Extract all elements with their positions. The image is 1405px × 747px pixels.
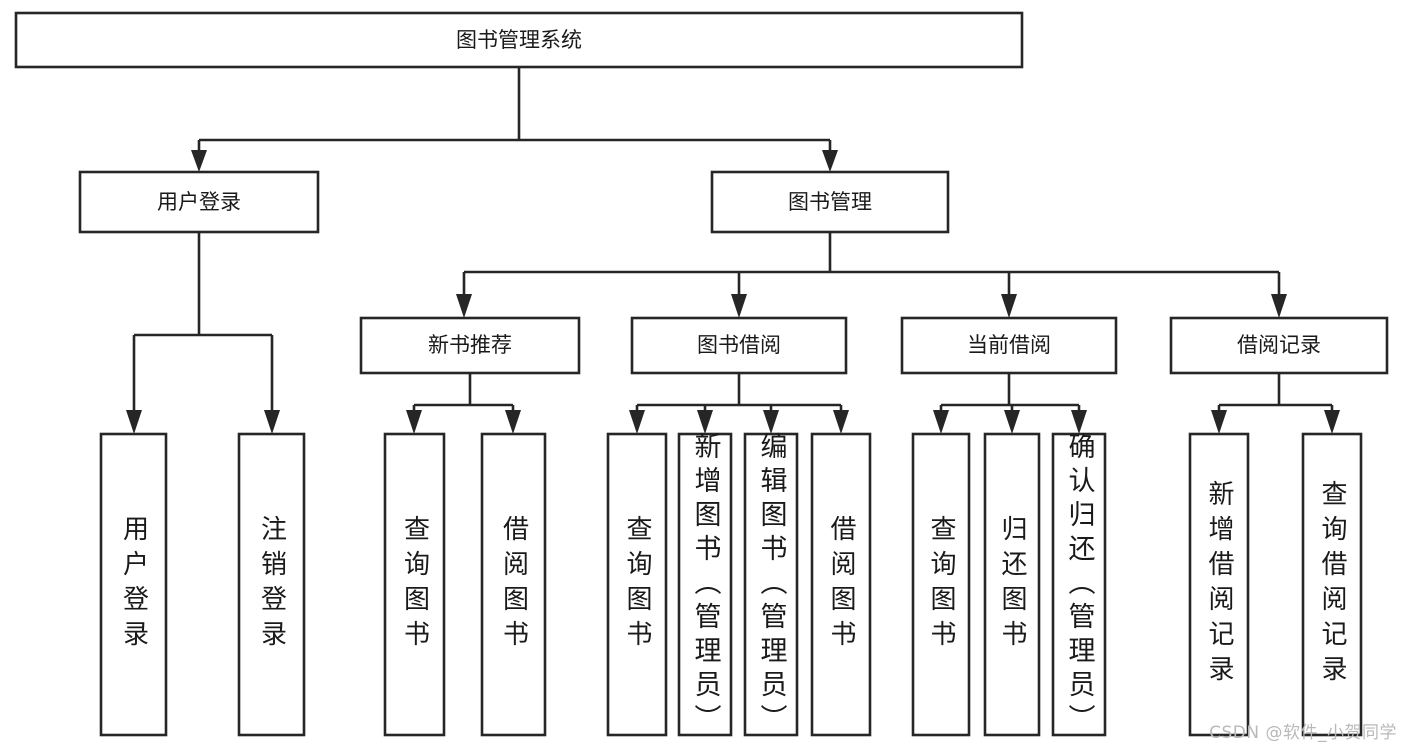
node-borrow-record-label: 借阅记录 (1237, 333, 1321, 357)
arrow-to-leaf-add-book (697, 410, 713, 434)
arrow-to-leaf-borrow-book-a (505, 410, 521, 434)
arrow-to-leaf-return-book (1004, 410, 1020, 434)
leaf-node-box[interactable] (1188, 432, 1250, 737)
node-current-borrow-box[interactable] (900, 316, 1118, 375)
node-layer: 图书管理系统 用户登录 图书管理 新书推荐 图书借阅 当前借阅 借阅记录 (14, 11, 1389, 375)
arrow-to-book-borrow (731, 294, 747, 318)
leaf-node-box[interactable] (606, 432, 668, 737)
connector-layer (126, 67, 1340, 434)
leaf-node-box[interactable] (983, 432, 1041, 737)
leaf-node-layer (99, 432, 1363, 737)
arrow-to-new-book-rec (456, 294, 472, 318)
leaf-node-box[interactable] (1051, 432, 1107, 737)
node-root-box[interactable] (14, 11, 1024, 69)
watermark-text: CSDN @软件_小贺同学 (1209, 723, 1397, 743)
arrow-to-leaf-add-record (1211, 410, 1227, 434)
node-book-mgmt-label: 图书管理 (788, 190, 872, 214)
node-book-borrow-label: 图书借阅 (697, 333, 781, 357)
node-new-book-rec-label: 新书推荐 (428, 333, 512, 357)
arrow-to-leaf-edit-book (763, 410, 779, 434)
arrow-root-to-user-login (191, 150, 207, 172)
arrow-to-current-borrow (1001, 294, 1017, 318)
arrow-to-leaf-borrow-book-b (833, 410, 849, 434)
leaf-node-box[interactable] (1301, 432, 1363, 737)
leaf-node-box[interactable] (743, 432, 799, 737)
leaf-node-box[interactable] (237, 432, 306, 737)
arrow-to-leaf-query-book-a (406, 410, 422, 434)
node-borrow-record-box[interactable] (1169, 316, 1389, 375)
arrow-to-leaf-query-book-b (629, 410, 645, 434)
node-root-label: 图书管理系统 (456, 28, 582, 52)
leaf-node-box[interactable] (99, 432, 168, 737)
leaf-node-box[interactable] (911, 432, 971, 737)
leaf-node-box[interactable] (810, 432, 872, 737)
arrow-to-leaf-logout (264, 410, 280, 434)
node-new-book-rec-box[interactable] (359, 316, 581, 375)
node-book-mgmt-box[interactable] (710, 170, 950, 234)
arrow-to-leaf-query-book-c (933, 410, 949, 434)
leaf-node-box[interactable] (383, 432, 446, 737)
arrow-to-leaf-confirm-return (1071, 410, 1087, 434)
node-current-borrow-label: 当前借阅 (967, 333, 1051, 357)
node-user-login-box[interactable] (78, 170, 320, 234)
arrow-to-borrow-record (1271, 294, 1287, 318)
leaf-node-box[interactable] (677, 432, 733, 737)
node-user-login-label: 用户登录 (157, 190, 241, 214)
arrow-root-to-book-mgmt (822, 150, 838, 172)
arrow-to-leaf-query-record (1324, 410, 1340, 434)
leaf-node-box[interactable] (480, 432, 547, 737)
node-book-borrow-box[interactable] (630, 316, 848, 375)
arrow-to-leaf-user-login (126, 410, 142, 434)
